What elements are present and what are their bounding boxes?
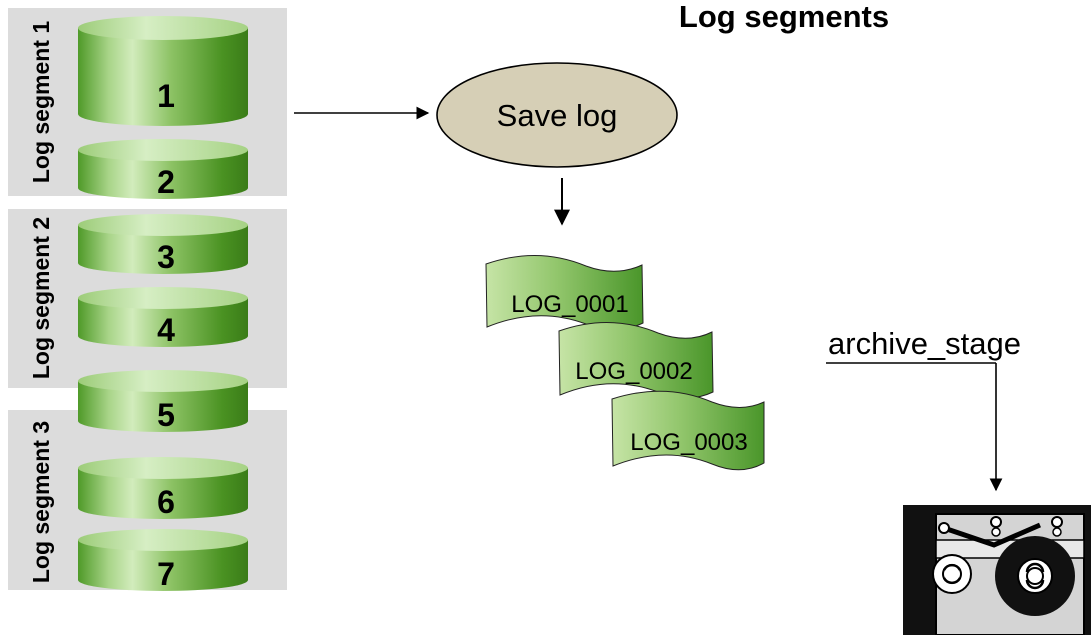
log-volume-7: 7 <box>78 529 248 592</box>
diagram-title: Log segments <box>679 0 889 34</box>
log-segment-2-label: Log segment 2 <box>28 217 54 379</box>
volume-number-4: 4 <box>157 312 175 348</box>
volume-number-5: 5 <box>157 397 175 433</box>
log-file-1-label: LOG_0001 <box>511 291 628 318</box>
save-log-node: Save log <box>436 62 678 168</box>
volume-number-1: 1 <box>157 78 175 114</box>
volume-number-7: 7 <box>157 556 175 592</box>
volume-number-6: 6 <box>157 484 175 520</box>
volume-number-3: 3 <box>157 239 175 275</box>
archive-stage-label: archive_stage <box>828 326 1021 361</box>
log-volume-2: 2 <box>78 139 248 200</box>
save-log-label: Save log <box>497 98 618 133</box>
log-file-1: LOG_0001 <box>485 254 644 331</box>
log-file-2-label: LOG_0002 <box>575 358 692 385</box>
log-file-2: LOG_0002 <box>558 321 714 399</box>
log-volume-5: 5 <box>78 370 248 433</box>
log-volume-1: 1 <box>78 16 248 126</box>
volume-number-2: 2 <box>157 164 175 200</box>
log-file-3: LOG_0003 <box>611 390 765 471</box>
log-segment-3-label: Log segment 3 <box>28 421 54 583</box>
log-volume-6: 6 <box>78 457 248 520</box>
log-volume-4: 4 <box>78 287 248 348</box>
log-file-3-label: LOG_0003 <box>630 429 747 456</box>
log-segment-1-label: Log segment 1 <box>28 21 54 184</box>
log-volume-3: 3 <box>78 214 248 275</box>
tape-drive-icon <box>903 505 1091 635</box>
